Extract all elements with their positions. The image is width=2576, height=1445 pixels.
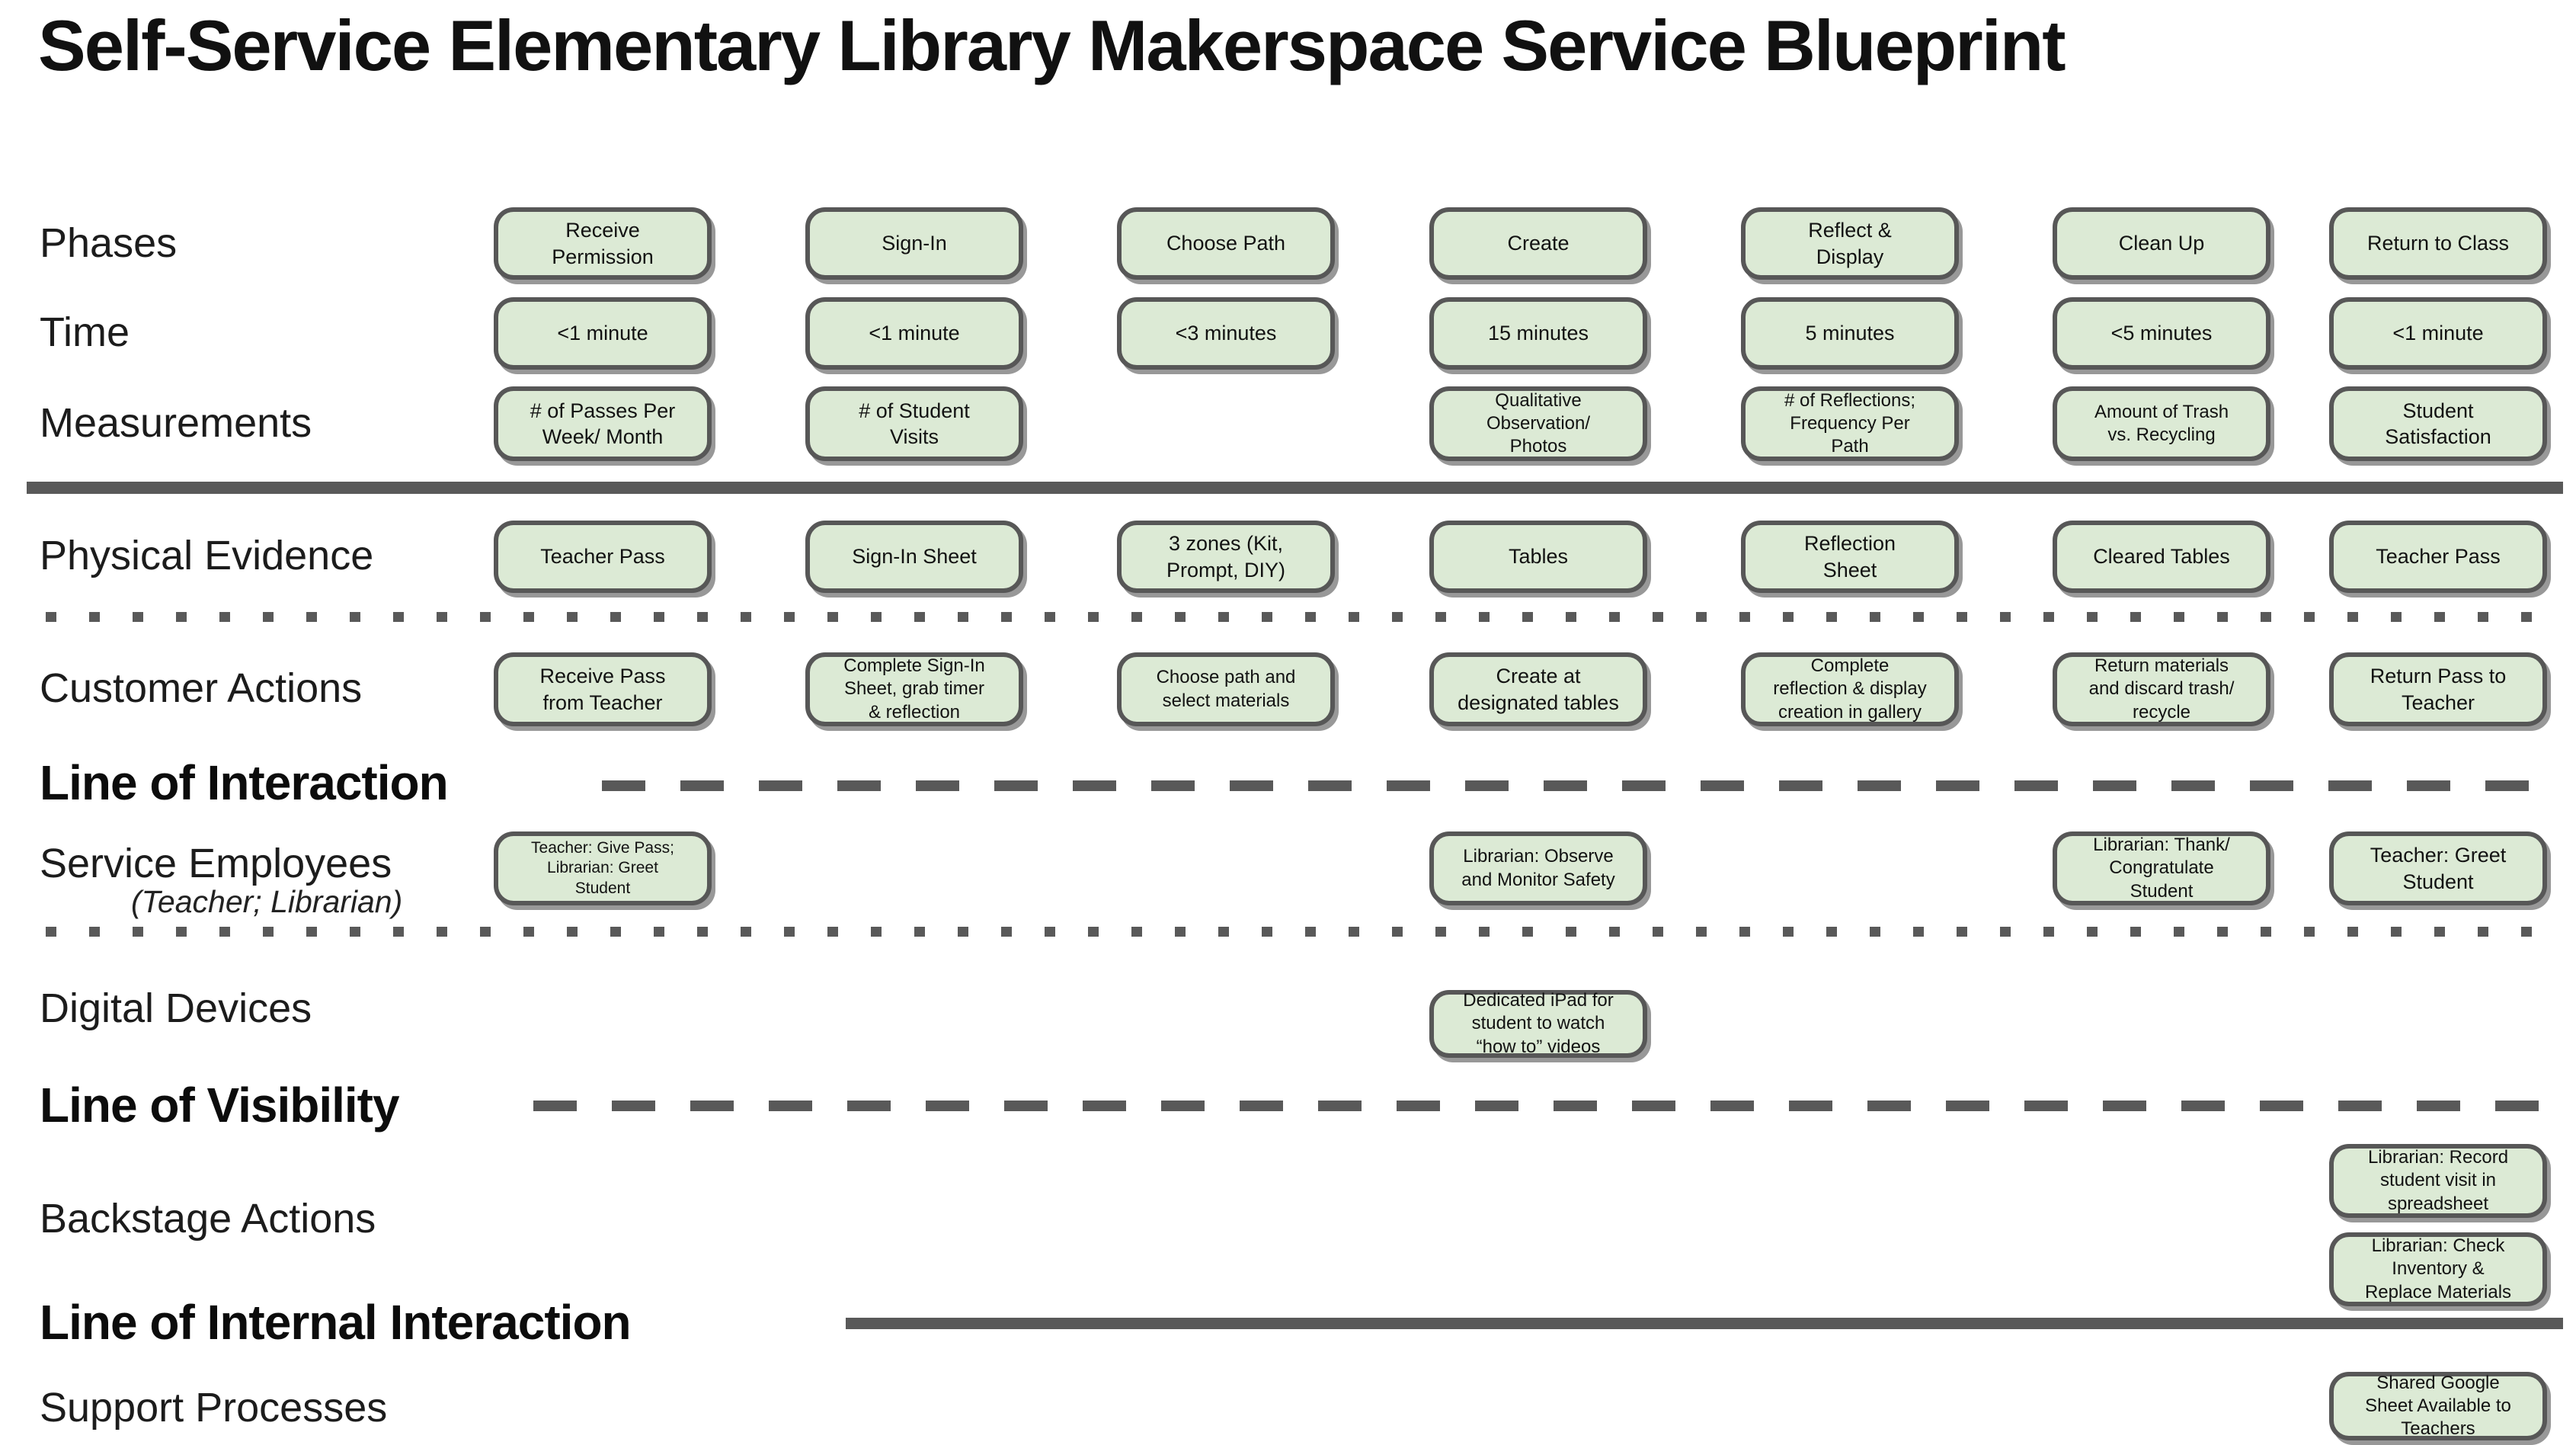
employee-box-greet-student: Teacher: Greet Student [2329,831,2547,905]
phase-box-choose-path: Choose Path [1117,207,1335,280]
row-label-digital-devices: Digital Devices [40,985,312,1031]
measurement-box-passes: # of Passes Per Week/ Month [494,386,712,461]
row-label-phases: Phases [40,220,178,266]
customer-box-receive-pass: Receive Pass from Teacher [494,652,712,726]
measurement-box-student-visits: # of Student Visits [805,386,1023,461]
time-box-5: 5 minutes [1741,297,1959,370]
customer-box-return-pass: Return Pass to Teacher [2329,652,2547,726]
employee-box-give-pass: Teacher: Give Pass; Librarian: Greet Stu… [494,831,712,905]
page-title: Self-Service Elementary Library Makerspa… [38,5,2066,85]
customer-box-choose-path: Choose path and select materials [1117,652,1335,726]
evidence-box-teacher-pass: Teacher Pass [494,521,712,593]
evidence-box-cleared-tables: Cleared Tables [2053,521,2270,593]
row-label-customer-actions: Customer Actions [40,665,363,711]
measurement-box-satisfaction: Student Satisfaction [2329,386,2547,461]
employee-box-thank-congratulate: Librarian: Thank/ Congratulate Student [2053,831,2270,905]
line-of-interaction-label: Line of Interaction [40,755,449,810]
row-label-time: Time [40,309,130,355]
phase-box-clean-up: Clean Up [2053,207,2270,280]
time-box-3: <3 minutes [1117,297,1335,370]
time-box-4: 15 minutes [1429,297,1647,370]
measurement-box-observation: Qualitative Observation/ Photos [1429,386,1647,461]
line-of-visibility-dash [533,1101,2563,1111]
line-of-internal-interaction-rule [846,1318,2563,1329]
customer-box-create: Create at designated tables [1429,652,1647,726]
line-of-interaction-dash [602,780,2563,791]
phase-box-reflect-display: Reflect & Display [1741,207,1959,280]
evidence-box-reflection-sheet: Reflection Sheet [1741,521,1959,593]
time-box-6: <5 minutes [2053,297,2270,370]
time-box-1: <1 minute [494,297,712,370]
support-box-google-sheet: Shared Google Sheet Available to Teacher… [2329,1372,2547,1440]
evidence-box-tables: Tables [1429,521,1647,593]
row-label-service-employees: Service Employees [40,841,392,886]
phase-box-return-to-class: Return to Class [2329,207,2547,280]
row-label-measurements: Measurements [40,400,312,446]
backstage-box-record-visit: Librarian: Record student visit in sprea… [2329,1144,2547,1218]
customer-box-return-materials: Return materials and discard trash/ recy… [2053,652,2270,726]
line-of-internal-interaction-label: Line of Internal Interaction [40,1295,632,1350]
evidence-box-teacher-pass-return: Teacher Pass [2329,521,2547,593]
phase-box-create: Create [1429,207,1647,280]
dotted-divider-evidence [46,612,2563,622]
row-label-physical-evidence: Physical Evidence [40,533,374,578]
phase-box-sign-in: Sign-In [805,207,1023,280]
row-label-backstage-actions: Backstage Actions [40,1196,376,1242]
phase-box-receive-permission: Receive Permission [494,207,712,280]
device-box-ipad: Dedicated iPad for student to watch “how… [1429,990,1647,1058]
customer-box-complete-sign-in: Complete Sign-In Sheet, grab timer & ref… [805,652,1023,726]
time-box-7: <1 minute [2329,297,2547,370]
dotted-divider-employees [46,927,2563,937]
time-box-2: <1 minute [805,297,1023,370]
backstage-box-check-inventory: Librarian: Check Inventory & Replace Mat… [2329,1232,2547,1306]
evidence-box-zones: 3 zones (Kit, Prompt, DIY) [1117,521,1335,593]
top-section-divider [27,482,2563,494]
line-of-visibility-label: Line of Visibility [40,1078,400,1133]
measurement-box-reflections: # of Reflections; Frequency Per Path [1741,386,1959,461]
evidence-box-sign-in-sheet: Sign-In Sheet [805,521,1023,593]
row-label-service-employees-sub: (Teacher; Librarian) [131,884,403,919]
measurement-box-trash-recycling: Amount of Trash vs. Recycling [2053,386,2270,461]
row-label-support-processes: Support Processes [40,1385,388,1431]
employee-box-observe-monitor: Librarian: Observe and Monitor Safety [1429,831,1647,905]
customer-box-complete-reflection: Complete reflection & display creation i… [1741,652,1959,726]
